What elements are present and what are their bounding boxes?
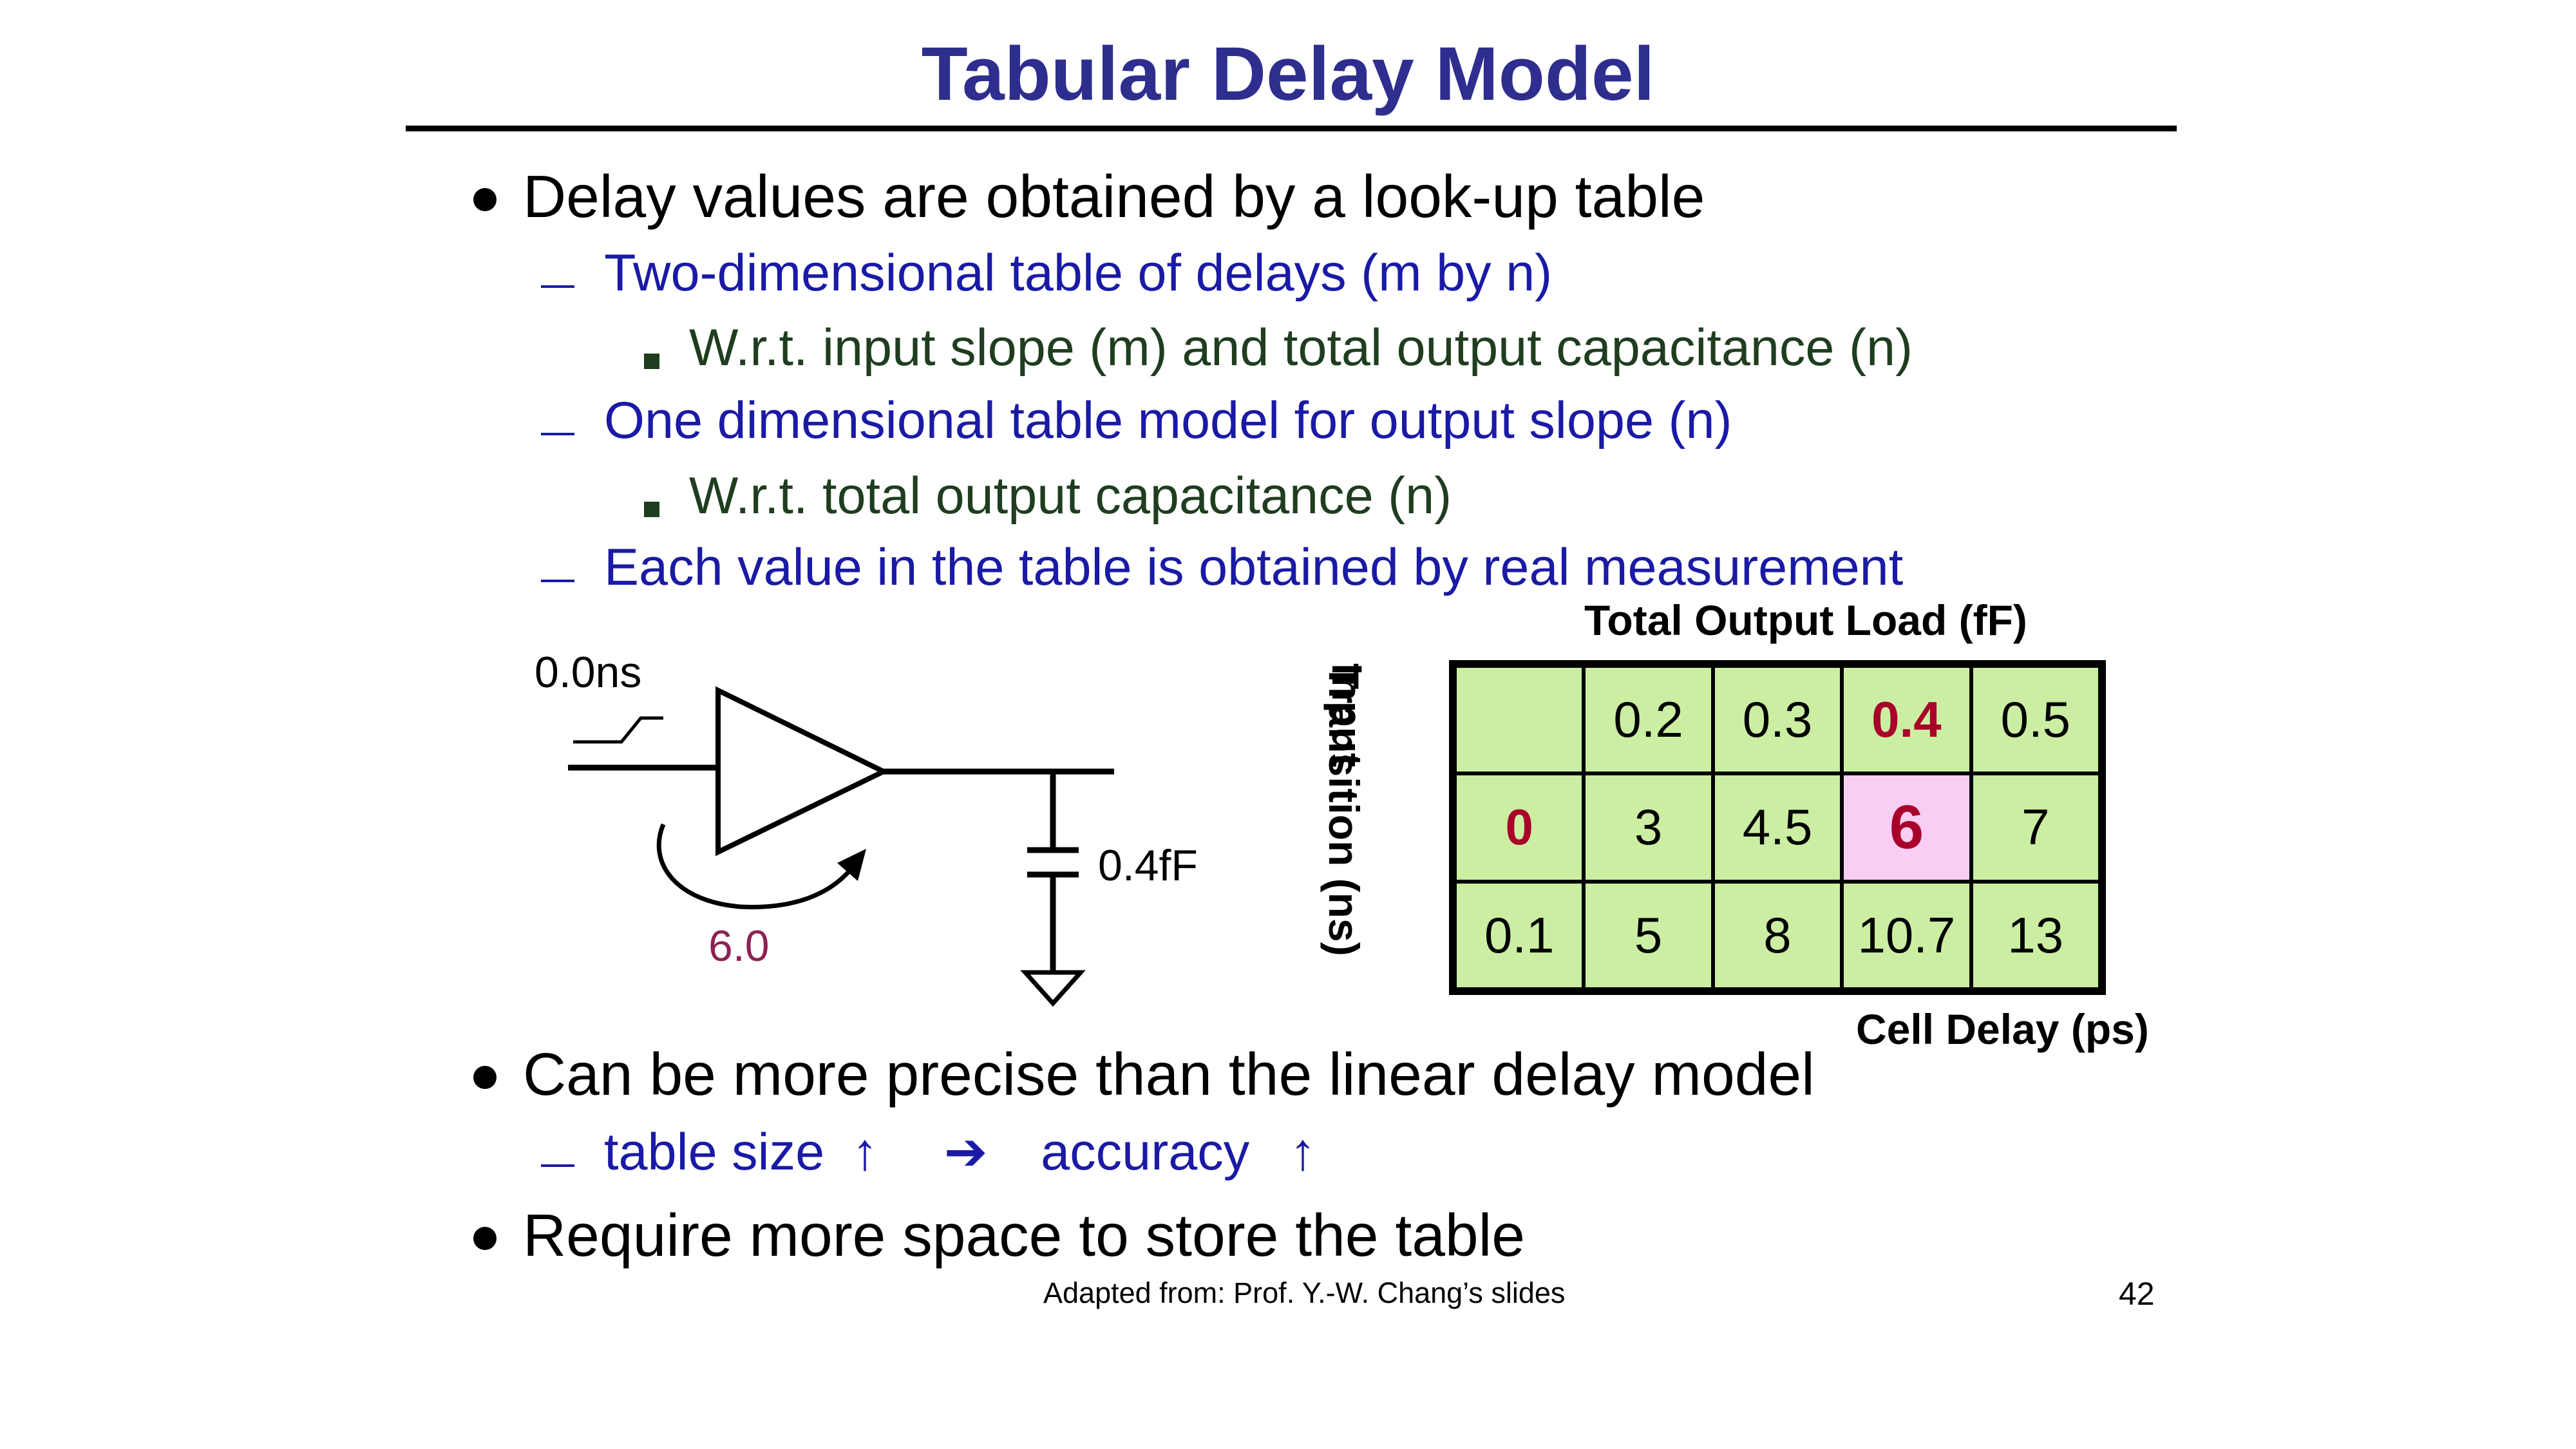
table-cell — [1455, 666, 1584, 774]
buffer-triangle — [715, 686, 890, 857]
dash-marker — [541, 1164, 574, 1167]
table-header-cell: 0.3 — [1712, 666, 1842, 774]
subsub-bullet-2: W.r.t. total output capacitance (n) — [689, 467, 1452, 525]
bullet-dot — [473, 1066, 497, 1089]
table-bottom-label: Cell Delay (ps) — [1856, 1005, 2149, 1053]
table-cell: 13 — [1971, 881, 2100, 989]
table-row-header: 0.1 — [1455, 881, 1584, 989]
table-cell-highlighted: 6 — [1842, 773, 1971, 882]
bullet-2-text: Can be more precise than the linear dela… — [523, 1041, 1815, 1108]
buffer-circuit-diagram — [568, 686, 1114, 1007]
input-step-waveform — [573, 716, 663, 744]
capacitance-label: 0.4fF — [1098, 841, 1198, 890]
table-side-label: Input Transition (ns) — [1314, 663, 1423, 998]
square-marker — [644, 502, 659, 517]
table-cell: 5 — [1584, 881, 1713, 989]
accuracy-text: accuracy — [1041, 1123, 1250, 1181]
side-label-line-2: Transition (ns) — [1320, 663, 1368, 956]
bullet-dot — [473, 1227, 497, 1250]
subsub-bullet-1: W.r.t. input slope (m) and total output … — [689, 319, 1913, 377]
square-marker — [644, 354, 659, 369]
sub-bullet-2: One dimensional table model for output s… — [604, 392, 1732, 450]
bullet-1-text: Delay values are obtained by a look-up t… — [523, 163, 1705, 230]
sub-bullet-1: Two-dimensional table of delays (m by n) — [604, 244, 1553, 302]
table-cell: 4.5 — [1712, 773, 1842, 882]
right-arrow-icon: ➔ — [943, 1123, 988, 1181]
delay-arc-arrow — [656, 823, 855, 909]
table-top-label: Total Output Load (fF) — [1584, 596, 2027, 644]
table-cell: 7 — [1971, 773, 2100, 882]
table-cell: 10.7 — [1842, 881, 1971, 989]
dash-marker — [541, 580, 574, 582]
up-arrow-icon: ↑ — [1289, 1123, 1316, 1181]
delay-value-label: 6.0 — [708, 922, 770, 971]
ground-symbol — [1020, 970, 1086, 1007]
footer-credit: Adapted from: Prof. Y.-W. Chang’s slides — [1043, 1276, 1566, 1309]
table-header-cell-highlighted: 0.4 — [1842, 666, 1971, 774]
table-header-cell: 0.5 — [1971, 666, 2100, 774]
bullet-3-text: Require more space to store the table — [523, 1202, 1526, 1269]
delay-arrowhead — [837, 849, 866, 881]
up-arrow-icon: ↑ — [851, 1123, 878, 1181]
table-row-header-highlighted: 0 — [1455, 773, 1584, 882]
title-divider — [406, 126, 2177, 131]
page-number: 42 — [2119, 1276, 2155, 1312]
dash-marker — [541, 433, 574, 435]
input-transition-label: 0.0ns — [535, 648, 642, 697]
slide-title: Tabular Delay Model — [921, 32, 1655, 117]
delay-lookup-table: 0.2 0.3 0.4 0.5 0 3 4.5 6 7 0.1 5 8 10.7… — [1449, 660, 2106, 995]
dash-marker — [541, 285, 574, 288]
bullet-dot — [473, 188, 497, 211]
table-cell: 3 — [1584, 773, 1713, 882]
table-size-text: table size — [604, 1123, 825, 1181]
table-cell: 8 — [1712, 881, 1842, 989]
sub-bullet-3: Each value in the table is obtained by r… — [604, 538, 1904, 596]
table-header-cell: 0.2 — [1584, 666, 1713, 774]
sub-bullet-table-size: table size ↑ ➔ accuracy ↑ — [604, 1122, 1316, 1182]
